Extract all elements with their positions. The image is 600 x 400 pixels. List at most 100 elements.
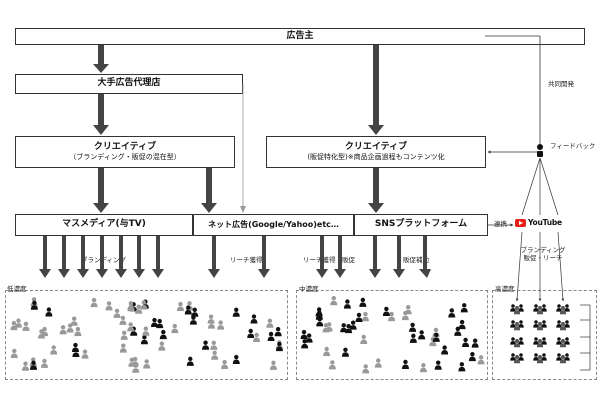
audience-person-low	[113, 308, 121, 318]
advertiser-box: 広告主	[15, 28, 585, 45]
creative-right-title: クリエイティブ	[344, 142, 408, 152]
audience-person-low	[105, 301, 113, 311]
audience-person-high	[541, 304, 547, 312]
audience-person-low	[221, 359, 229, 370]
mass-media-box: マスメディア(与TV)	[15, 214, 193, 236]
audience-person-high	[536, 339, 544, 348]
audience-person-high	[513, 322, 521, 331]
feedback-label: フィードバック	[550, 142, 596, 150]
audience-person-high	[533, 337, 539, 345]
audience-person-low	[81, 349, 89, 359]
audience-person-low	[40, 358, 48, 368]
audience-person-mid	[330, 296, 338, 306]
branding-promo-reach-label: ブランディング 販促・リーチ	[520, 246, 566, 263]
audience-person-mid	[448, 308, 456, 318]
audience-person-low	[269, 360, 277, 370]
audience-person-low	[90, 297, 98, 308]
audience-person-low	[211, 350, 219, 360]
audience-person-low	[119, 343, 127, 353]
audience-person-mid	[300, 329, 308, 340]
audience-person-mid	[388, 311, 396, 322]
audience-person-low	[135, 304, 143, 314]
audience-person-high	[564, 337, 570, 345]
audience-person-low	[266, 318, 274, 328]
audience-person-mid	[362, 364, 370, 374]
audience-person-low	[232, 307, 240, 317]
audience-person-low	[250, 314, 258, 324]
audience-person-mid	[471, 338, 479, 348]
creative-left-sub: （ブランディング・販促の混在型）	[69, 153, 181, 162]
promo-support-label: 販促補助	[403, 256, 429, 264]
audience-person-low	[274, 326, 282, 337]
creative-left-box: クリエイティブ （ブランディング・販促の混在型）	[15, 136, 235, 168]
audience-person-high	[564, 353, 570, 361]
zone-low-label: 低濃度	[7, 285, 27, 293]
audience-person-high	[556, 320, 562, 328]
youtube-label: YouTube	[528, 218, 562, 227]
audience-person-low	[127, 301, 135, 311]
audience-person-mid	[325, 322, 333, 332]
audience-person-low	[189, 315, 197, 325]
audience-person-high	[559, 355, 567, 364]
audience-person-high	[533, 304, 539, 312]
audience-person-low	[207, 319, 215, 329]
audience-person-high	[536, 322, 544, 331]
audience-person-low	[59, 325, 67, 335]
audience-person-low	[171, 323, 179, 334]
joint-dev-label: 共同開発	[548, 80, 574, 88]
partnership-label: 連携	[494, 220, 507, 228]
audience-person-high	[541, 320, 547, 328]
audience-person-mid	[328, 360, 336, 370]
audience-person-mid	[360, 334, 368, 344]
audience-person-low	[142, 326, 150, 336]
audience-person-low	[253, 332, 261, 342]
audience-person-mid	[341, 347, 349, 357]
audience-person-low	[210, 340, 218, 350]
audience-person-high	[513, 306, 521, 315]
audience-person-high	[559, 339, 567, 348]
audience-person-low	[127, 322, 135, 332]
audience-person-low	[70, 316, 78, 326]
audience-person-low	[202, 340, 210, 350]
audience-person-mid	[462, 337, 470, 347]
audience-person-high	[533, 353, 539, 361]
audience-person-mid	[434, 360, 442, 370]
net-ads-box: ネット広告(Google/Yahoo)etc…	[193, 214, 354, 236]
audience-person-mid	[432, 332, 440, 342]
agency-label: 大手広告代理店	[97, 78, 161, 89]
audience-person-mid	[382, 306, 390, 316]
audience-person-low	[247, 328, 255, 338]
sns-label: SNSプラットフォーム	[374, 219, 468, 230]
audience-person-mid	[468, 351, 476, 362]
audience-person-high	[518, 304, 524, 312]
agency-box: 大手広告代理店	[15, 74, 243, 94]
audience-person-low	[50, 345, 58, 355]
creative-right-sub: (販促特化型)※商品企画過程もコンテンツ化	[307, 153, 445, 162]
audience-person-high	[518, 353, 524, 361]
audience-person-low	[119, 315, 127, 325]
audience-person-high	[513, 339, 521, 348]
audience-person-mid	[316, 317, 324, 327]
audience-person-mid	[419, 363, 427, 373]
audience-person-low	[10, 348, 18, 358]
block-arrows	[93, 45, 384, 213]
audience-person-mid	[401, 359, 409, 369]
creative-right-box: クリエイティブ (販促特化型)※商品企画過程もコンテンツ化	[266, 136, 486, 168]
audience-person-high	[510, 337, 516, 345]
audience-person-mid	[401, 310, 409, 321]
youtube-logo: YouTube	[515, 218, 562, 227]
audience-person-high	[536, 355, 544, 364]
audience-person-mid	[374, 358, 382, 368]
audience-person-mid	[441, 345, 449, 355]
audience-person-mid	[418, 330, 426, 340]
audience-person-high	[564, 320, 570, 328]
audience-person-low	[267, 331, 275, 342]
audience-person-mid	[361, 312, 369, 322]
youtube-play-icon	[515, 218, 526, 227]
audience-person-high	[518, 337, 524, 345]
audience-person-low	[217, 320, 225, 330]
audience-person-low	[186, 356, 194, 366]
audience-person-low	[159, 329, 167, 340]
audience-person-high	[541, 353, 547, 361]
